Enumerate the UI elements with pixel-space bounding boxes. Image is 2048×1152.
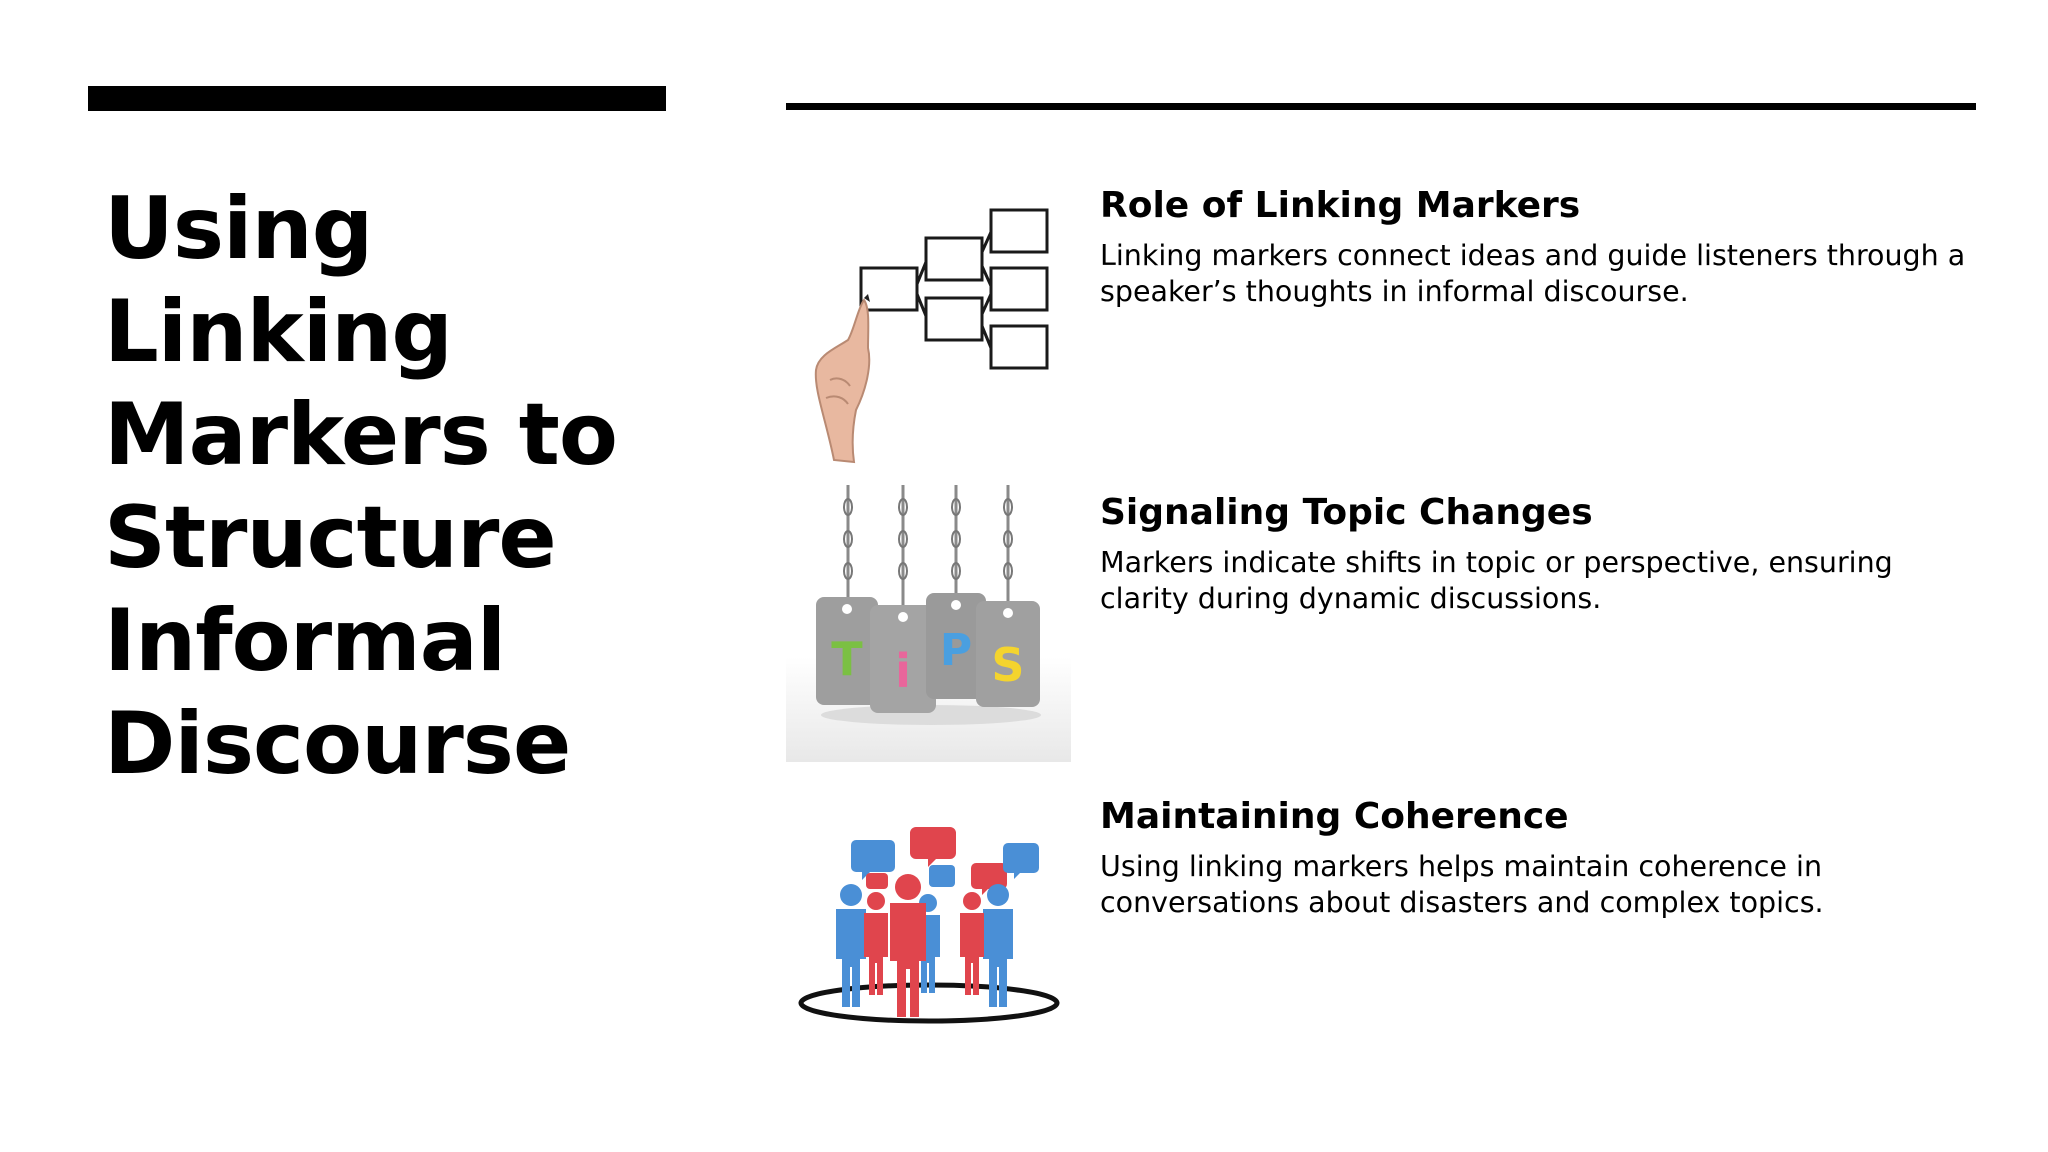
tag-letter: S xyxy=(991,638,1024,692)
people-chat-icon xyxy=(786,785,1071,1070)
item-body: Markers indicate shifts in topic or pers… xyxy=(1100,546,1893,615)
item-heading: Maintaining Coherence xyxy=(1100,796,1569,837)
item-heading: Role of Linking Markers xyxy=(1100,185,1581,226)
tips-tags-icon: T i P S xyxy=(786,477,1071,762)
tag-letter: i xyxy=(895,644,911,698)
content-item-role: Role of Linking Markers Linking markers … xyxy=(786,185,1976,480)
slide-title: Using Linking Markers to Structure Infor… xyxy=(104,179,618,794)
content-divider-line xyxy=(786,103,1976,110)
item-body: Using linking markers helps maintain coh… xyxy=(1100,850,1824,919)
item-heading: Signaling Topic Changes xyxy=(1100,492,1593,533)
flowchart-hand-icon xyxy=(786,190,1071,475)
content-item-signaling: T i P S Signaling Topic Changes Markers … xyxy=(786,477,1976,767)
title-accent-bar xyxy=(88,86,666,111)
tag-letter: P xyxy=(940,625,972,676)
content-item-coherence: Maintaining Coherence Using linking mark… xyxy=(786,785,1976,1075)
item-body: Linking markers connect ideas and guide … xyxy=(1100,239,1966,308)
tag-letter: T xyxy=(831,632,863,686)
